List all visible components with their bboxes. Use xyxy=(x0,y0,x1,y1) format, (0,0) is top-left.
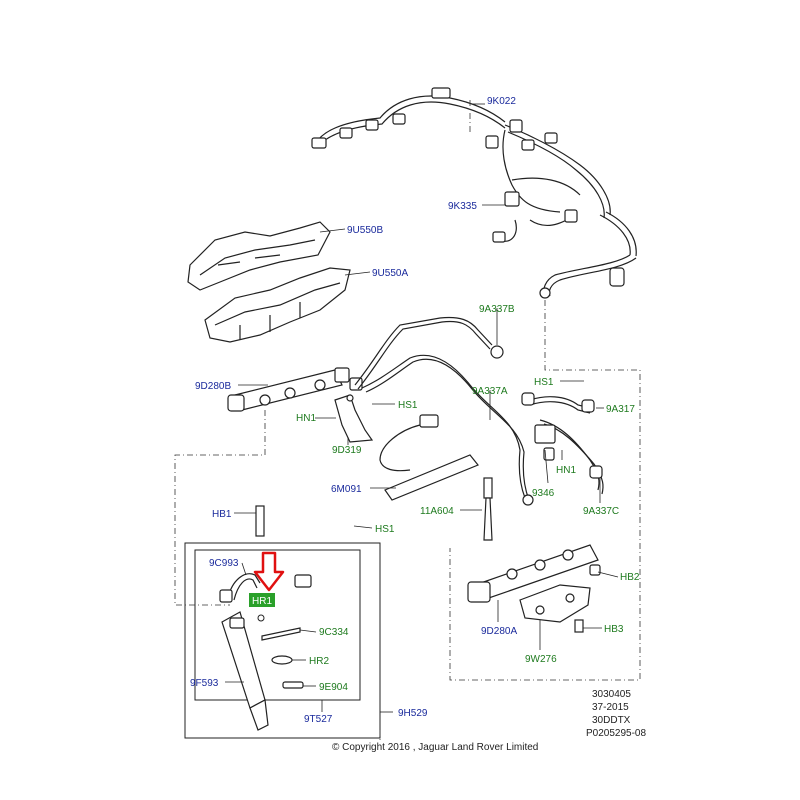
label-9A317: 9A317 xyxy=(606,404,635,415)
ref-line-2: 37-2015 xyxy=(592,702,629,713)
label-9U550B: 9U550B xyxy=(347,225,383,236)
label-HS1-bottom: HS1 xyxy=(375,524,395,535)
label-9F593: 9F593 xyxy=(190,678,219,689)
label-9C334: 9C334 xyxy=(319,627,349,638)
label-9A337A: 9A337A xyxy=(472,386,508,397)
label-6M091: 6M091 xyxy=(331,484,362,495)
label-9D280B: 9D280B xyxy=(195,381,231,392)
label-9D319: 9D319 xyxy=(332,445,362,456)
label-9A337B: 9A337B xyxy=(479,304,515,315)
label-9K022: 9K022 xyxy=(487,96,516,107)
label-HB3: HB3 xyxy=(604,624,624,635)
copyright: © Copyright 2016 , Jaguar Land Rover Lim… xyxy=(332,742,538,753)
component-9346 xyxy=(534,424,556,461)
label-9346: 9346 xyxy=(532,488,555,499)
engine-cover-9U550A xyxy=(204,267,351,343)
label-9H529: 9H529 xyxy=(398,708,428,719)
label-9E904: 9E904 xyxy=(319,682,348,693)
label-HB2: HB2 xyxy=(620,572,640,583)
fuel-pipe-9A337A xyxy=(361,354,534,506)
glow-plug-11A604 xyxy=(483,477,493,541)
ref-line-1: 3030405 xyxy=(592,689,631,700)
bracket-9W276 xyxy=(519,584,591,633)
label-9K335: 9K335 xyxy=(448,201,477,212)
bracket-9D319 xyxy=(334,394,374,443)
fuel-pipe-9A337B xyxy=(354,316,504,390)
label-HR2: HR2 xyxy=(309,656,329,667)
label-9W276: 9W276 xyxy=(525,654,557,665)
label-HS1-mid: HS1 xyxy=(398,400,418,411)
label-9T527: 9T527 xyxy=(304,714,333,725)
leader-lines xyxy=(225,103,619,713)
fuel-pipe-9A317 xyxy=(521,392,595,414)
ref-line-3: 30DDTX xyxy=(592,715,631,726)
seal-HR2 xyxy=(271,655,293,665)
label-11A604: 11A604 xyxy=(420,506,454,517)
footer-refs: 3030405 37-2015 30DDTX P0205295-08 © Cop… xyxy=(332,689,646,753)
labels: 9K022 9K335 9U550B 9U550A 9A337B 9D280B … xyxy=(190,96,640,725)
label-HN1-left: HN1 xyxy=(296,413,316,424)
screw-HR1 xyxy=(257,614,265,622)
clamp-9C334 xyxy=(261,574,312,641)
label-9C993: 9C993 xyxy=(209,558,239,569)
reference-lines xyxy=(174,100,641,740)
fuel-pipe-9A337C xyxy=(539,419,604,495)
harness-connectors xyxy=(311,87,625,299)
hr1-highlight-box xyxy=(249,593,275,607)
label-9D280A: 9D280A xyxy=(481,626,517,637)
red-arrow-icon xyxy=(253,551,285,592)
fuel-rail-9D280A xyxy=(467,544,601,603)
engine-cover-9U550B xyxy=(187,221,331,291)
injector-group-frame xyxy=(184,542,381,739)
fuel-rail-9D280B xyxy=(227,367,363,412)
pipe-9C993 xyxy=(219,573,261,603)
washer-9E904 xyxy=(282,681,304,689)
label-HS1-right: HS1 xyxy=(534,377,554,388)
label-HB1: HB1 xyxy=(212,509,232,520)
harness-6M091 xyxy=(379,414,479,501)
label-HR1: HR1 xyxy=(252,596,272,607)
injector-9F593 xyxy=(221,611,269,731)
label-9U550A: 9U550A xyxy=(372,268,408,279)
bolt-HB1 xyxy=(255,505,265,537)
label-HN1-right: HN1 xyxy=(556,465,576,476)
ref-line-4: P0205295-08 xyxy=(586,728,646,739)
label-9A337C: 9A337C xyxy=(583,506,619,517)
